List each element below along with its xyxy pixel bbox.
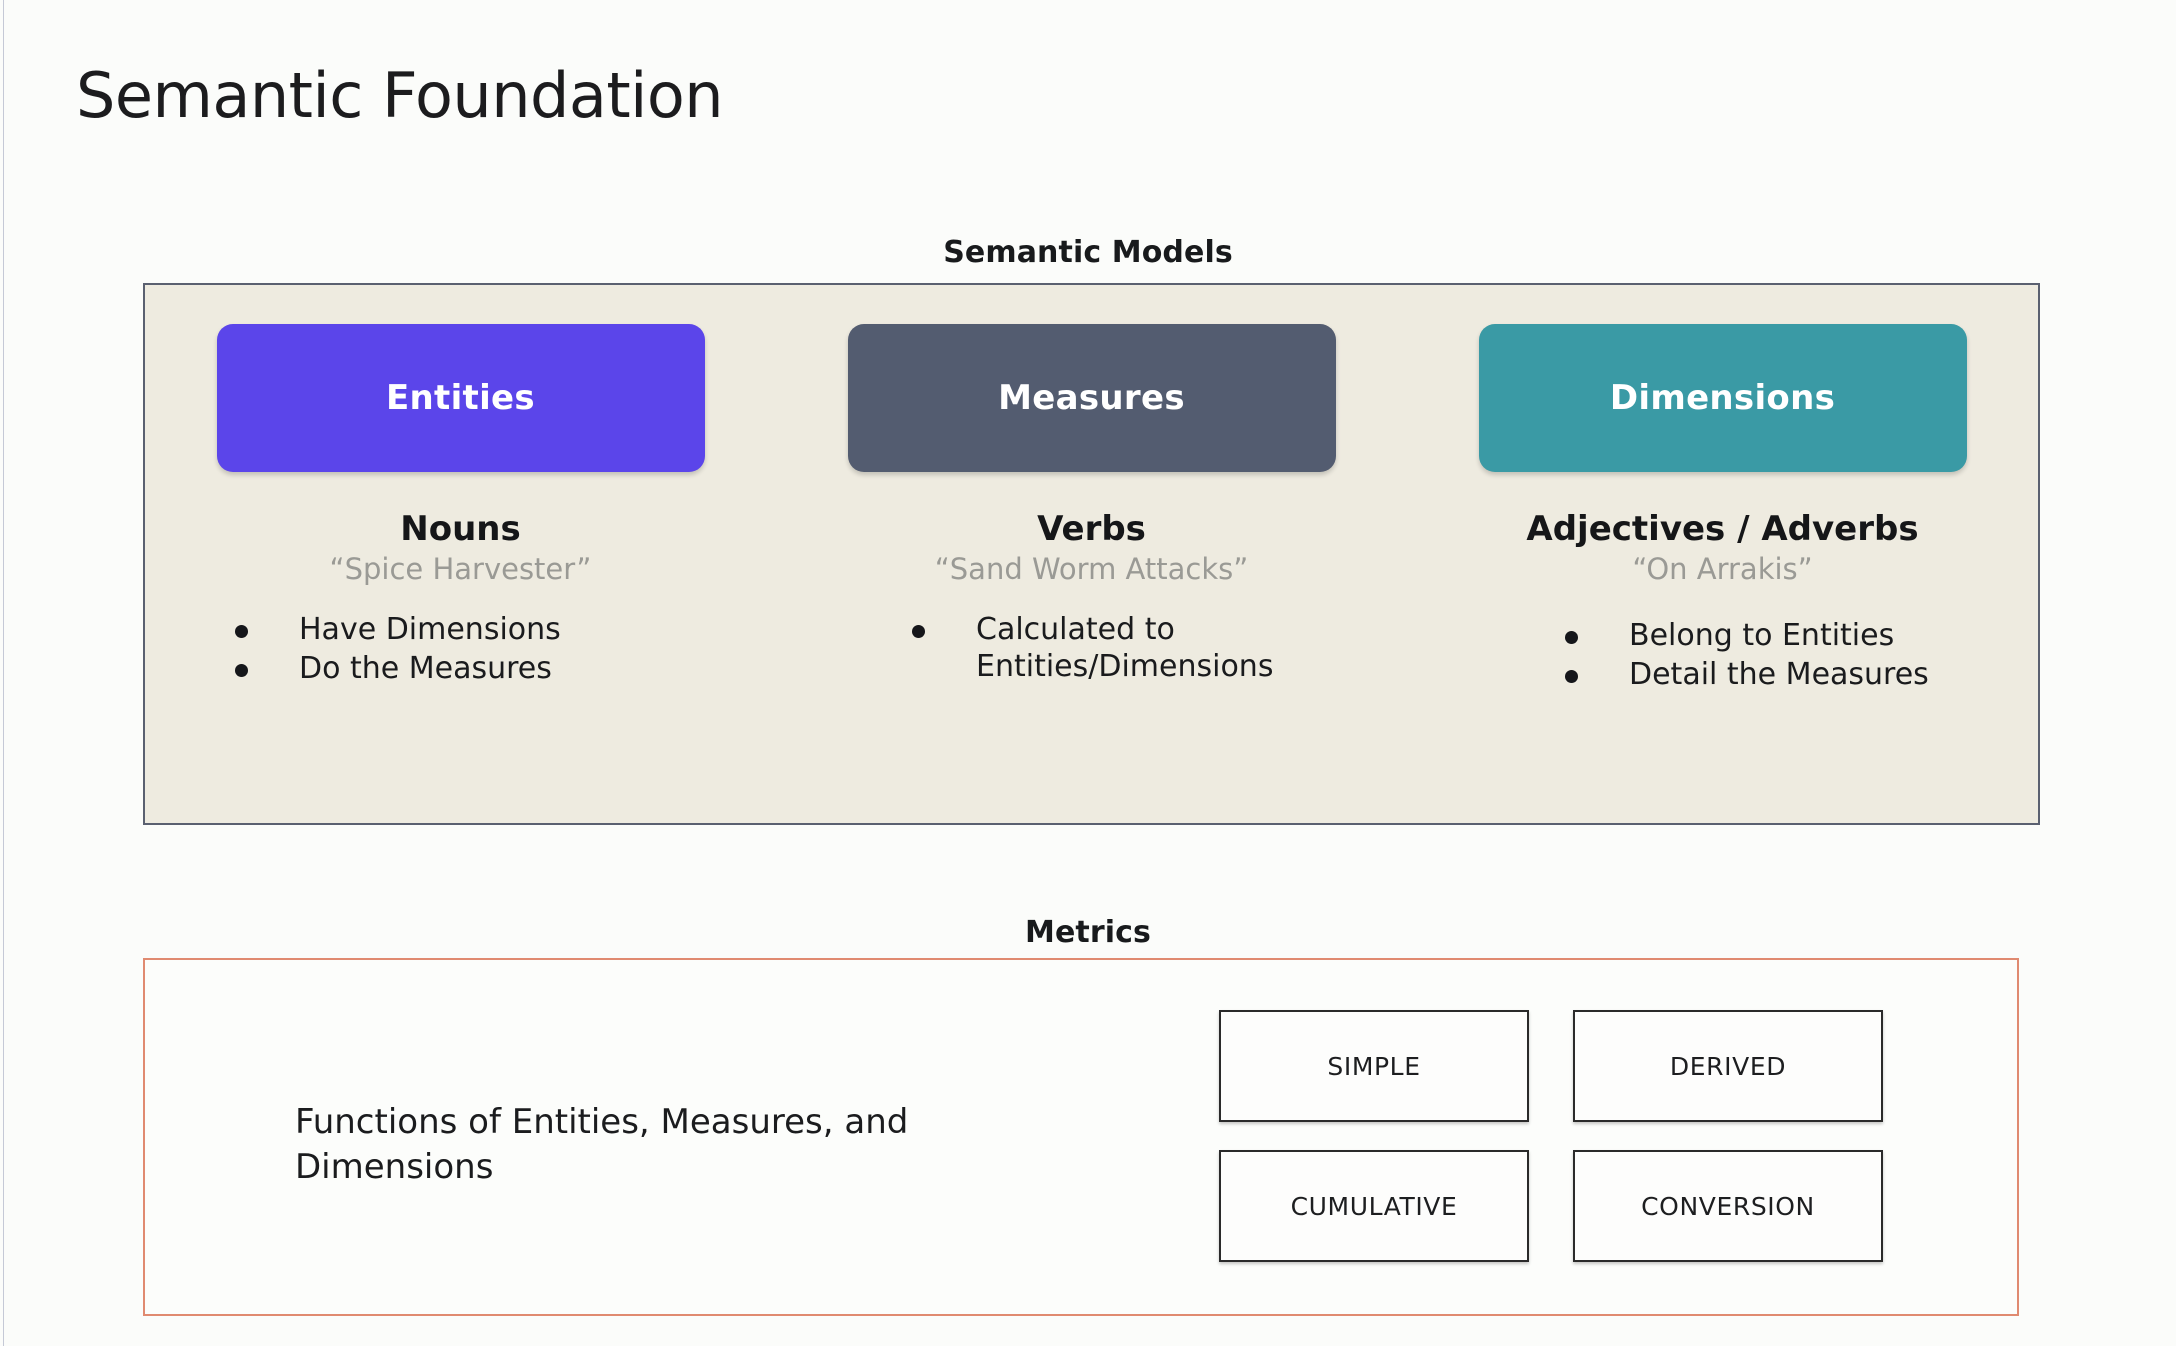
chip-dimensions[interactable]: Dimensions: [1478, 324, 1967, 472]
bullet-dot-icon: [1565, 669, 1578, 683]
chip-measures[interactable]: Measures: [847, 324, 1336, 472]
bullet-dot-icon: [235, 663, 248, 677]
list-item-label: Have Dimensions: [299, 612, 561, 648]
bullet-dot-icon: [1565, 631, 1578, 645]
measures-bullet-list: Calculated to Entities/Dimensions: [904, 612, 1306, 687]
list-item: Calculated to Entities/Dimensions: [904, 612, 1306, 685]
list-item-label: Detail the Measures: [1629, 656, 1929, 692]
list-item: Detail the Measures: [1557, 657, 1929, 694]
metric-box-cumulative[interactable]: CUMULATIVE: [1219, 1150, 1529, 1262]
entities-bullet-list: Have Dimensions Do the Measures: [227, 612, 561, 689]
chip-entities[interactable]: Entities: [216, 324, 705, 472]
semantic-models-caption: Semantic Models: [943, 235, 1233, 270]
entities-heading: Nouns: [400, 509, 521, 549]
metrics-description: Functions of Entities, Measures, and Dim…: [295, 1102, 909, 1187]
model-column-entities: Entities Nouns “Spice Harvester” Have Di…: [145, 285, 776, 823]
bullet-dot-icon: [912, 625, 925, 639]
list-item: Do the Measures: [227, 651, 561, 688]
model-column-measures: Measures Verbs “Sand Worm Attacks” Calcu…: [776, 285, 1407, 823]
metric-box-simple[interactable]: SIMPLE: [1219, 1010, 1529, 1122]
page-title: Semantic Foundation: [76, 59, 724, 132]
metrics-panel: Functions of Entities, Measures, and Dim…: [143, 958, 2019, 1316]
metric-box-conversion[interactable]: CONVERSION: [1573, 1150, 1883, 1262]
entities-example: “Spice Harvester”: [329, 552, 592, 587]
list-item-label: Belong to Entities: [1629, 618, 1895, 654]
dimensions-heading: Adjectives / Adverbs: [1526, 509, 1919, 549]
dimensions-bullet-list: Belong to Entities Detail the Measures: [1557, 618, 1929, 695]
semantic-models-grid: Entities Nouns “Spice Harvester” Have Di…: [145, 285, 2038, 823]
measures-example: “Sand Worm Attacks”: [934, 552, 1249, 587]
measures-heading: Verbs: [1037, 509, 1146, 549]
model-column-dimensions: Dimensions Adjectives / Adverbs “On Arra…: [1407, 285, 2038, 823]
list-item: Belong to Entities: [1557, 618, 1929, 655]
list-item-label: Calculated to Entities/Dimensions: [976, 612, 1274, 684]
list-item-label: Do the Measures: [299, 650, 552, 686]
list-item: Have Dimensions: [227, 612, 561, 649]
dimensions-example: “On Arrakis”: [1632, 552, 1813, 587]
metrics-caption: Metrics: [1025, 915, 1151, 950]
metric-box-derived[interactable]: DERIVED: [1573, 1010, 1883, 1122]
bullet-dot-icon: [235, 625, 248, 639]
semantic-models-panel: Entities Nouns “Spice Harvester” Have Di…: [143, 283, 2040, 825]
metric-type-grid: SIMPLE DERIVED CUMULATIVE CONVERSION: [1219, 1010, 1883, 1262]
left-edge-rule: [3, 0, 4, 1346]
